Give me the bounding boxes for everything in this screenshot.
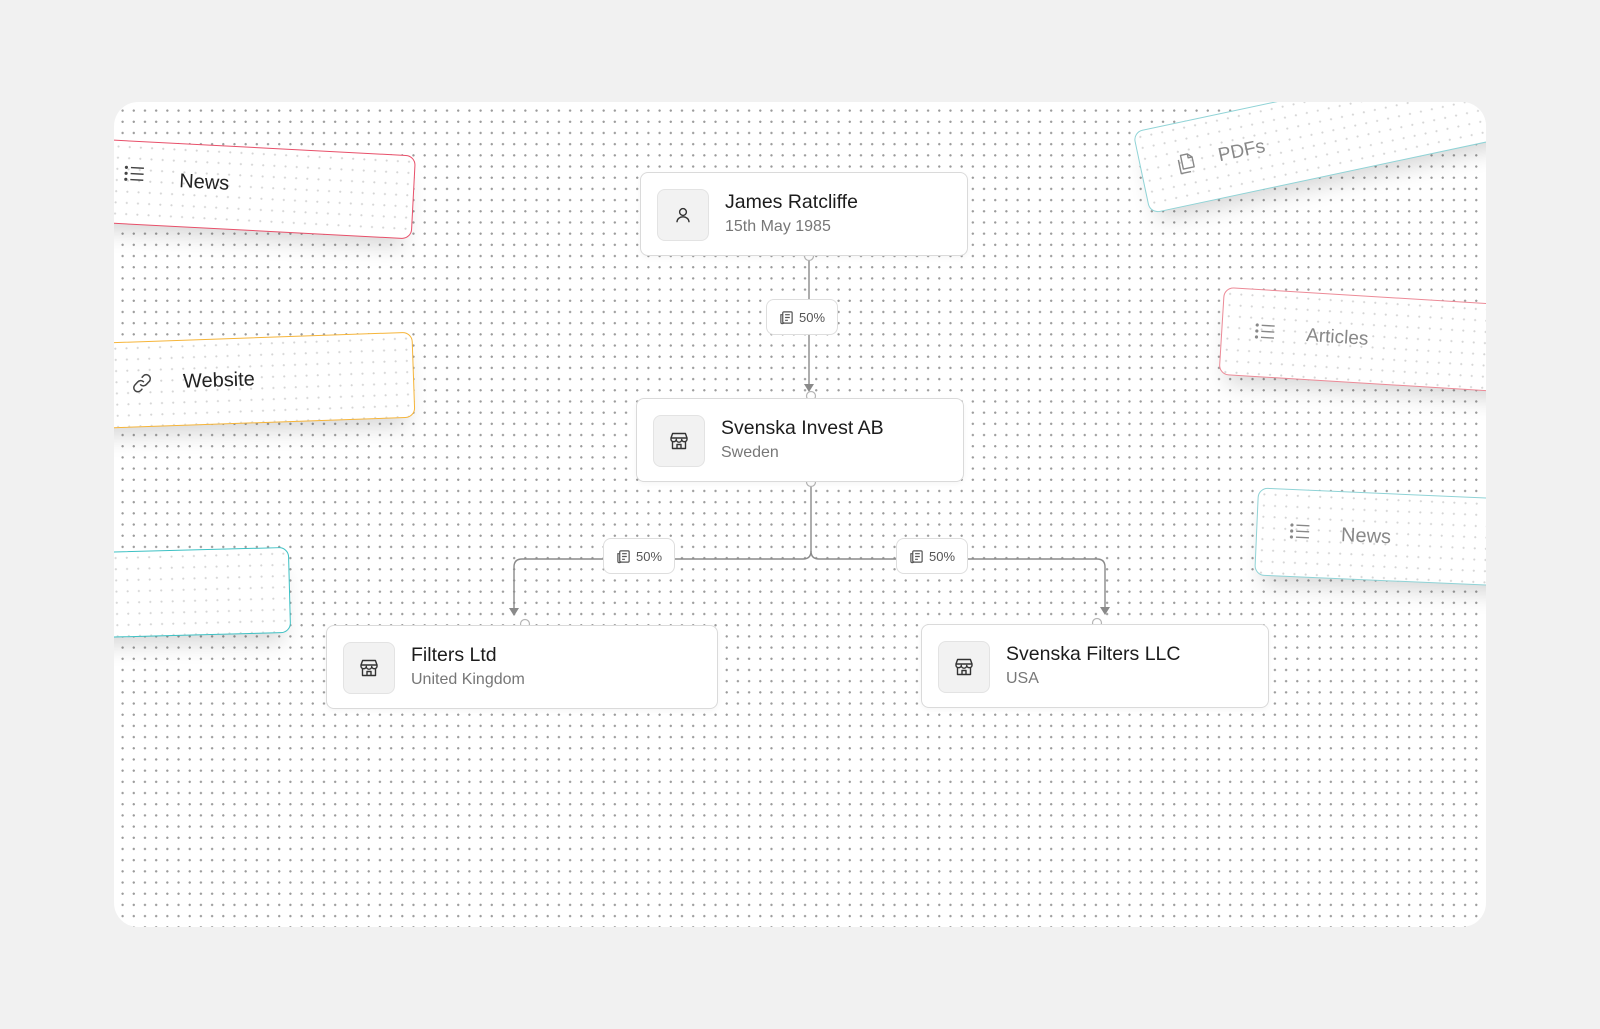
source-tag-news[interactable]: News [1254, 487, 1486, 589]
entity-detail: USA [1006, 670, 1039, 687]
store-icon [653, 415, 705, 467]
link-icon [133, 373, 151, 393]
source-tag-label: Website [182, 368, 256, 393]
entity-node-person[interactable]: James Ratcliffe 15th May 1985 [640, 172, 968, 256]
list-icon [124, 165, 144, 181]
newspaper-icon [780, 310, 793, 324]
store-icon [938, 641, 990, 693]
source-tag-label: PDFs [1216, 135, 1268, 167]
source-tag-label: News [1340, 524, 1392, 549]
entity-name: Filters Ltd [411, 644, 497, 666]
edge-holding-to-right [810, 550, 1106, 613]
source-tag-articles[interactable]: Articles [1218, 286, 1486, 394]
entity-name: Svenska Filters LLC [1006, 643, 1181, 665]
ownership-badge[interactable]: 50% [603, 538, 675, 574]
ownership-percent: 50% [798, 309, 826, 325]
ownership-badge[interactable]: 50% [896, 538, 968, 574]
ownership-percent: 50% [635, 548, 663, 564]
arrowhead [804, 384, 814, 392]
list-icon [1254, 323, 1275, 339]
source-tag-empty[interactable] [114, 546, 292, 640]
source-tag-news[interactable]: News [114, 136, 416, 240]
source-tag-label: News [178, 170, 230, 195]
arrowhead [1100, 607, 1110, 615]
entity-detail: 15th May 1985 [725, 218, 831, 235]
list-icon [1289, 523, 1310, 539]
entity-detail: Sweden [721, 444, 779, 461]
entity-node-company[interactable]: Svenska Invest AB Sweden [636, 398, 964, 482]
graph-canvas[interactable]: 50% 50% 50% James Ratcliffe 15th May 198… [114, 102, 1486, 927]
documents-icon [1177, 153, 1195, 175]
arrowhead [509, 608, 519, 616]
entity-node-company[interactable]: Svenska Filters LLC USA [921, 624, 1269, 708]
newspaper-icon [910, 549, 923, 563]
entity-detail: United Kingdom [411, 671, 525, 688]
source-tag-website[interactable]: Website [114, 331, 416, 431]
ownership-percent: 50% [928, 548, 956, 564]
ownership-badge[interactable]: 50% [766, 299, 838, 335]
person-icon [657, 189, 709, 241]
source-tag-label: Articles [1305, 325, 1369, 350]
entity-name: James Ratcliffe [725, 191, 858, 213]
store-icon [343, 642, 395, 694]
source-tag-pdfs[interactable]: PDFs [1132, 102, 1486, 214]
entity-node-company[interactable]: Filters Ltd United Kingdom [326, 625, 718, 709]
entity-name: Svenska Invest AB [721, 417, 884, 439]
newspaper-icon [617, 549, 630, 563]
